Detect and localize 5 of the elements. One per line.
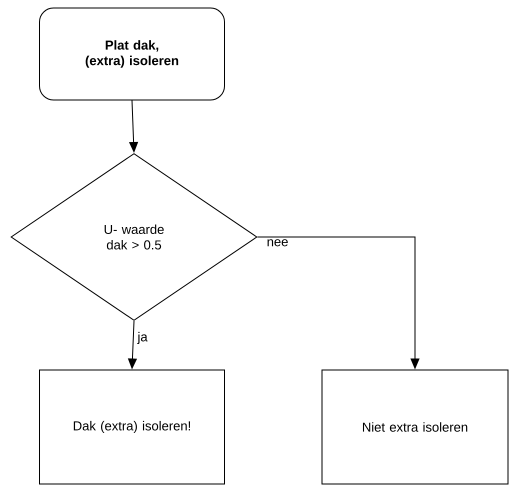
edge-label: nee [266, 238, 290, 248]
edge-label: ja [136, 330, 149, 346]
process-box: Dak (extra) isoleren! [39, 370, 225, 484]
process-box: Niet extra isoleren [322, 370, 508, 484]
start-box: Plat dak, (extra) isoleren [39, 8, 225, 100]
